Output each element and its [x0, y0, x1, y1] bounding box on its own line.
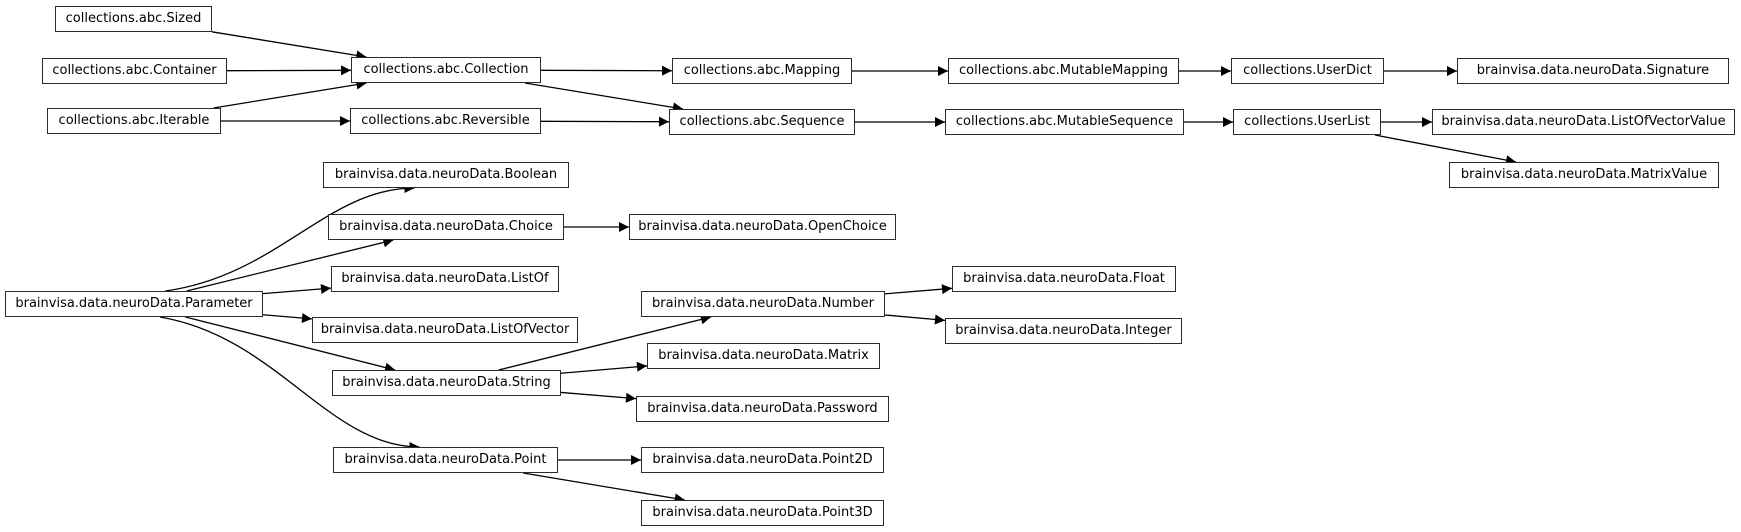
node-collections-userlist: collections.UserList	[1233, 109, 1381, 135]
node-neurodata-choice: brainvisa.data.neuroData.Choice	[328, 214, 564, 240]
edge-string-to-matrix	[560, 361, 648, 374]
edge-iterable-to-collection	[213, 79, 367, 109]
edge-parameter-to-choice	[186, 237, 394, 292]
node-neurodata-point: brainvisa.data.neuroData.Point	[333, 447, 558, 473]
node-neurodata-openchoice: brainvisa.data.neuroData.OpenChoice	[629, 214, 896, 240]
node-collections-abc-iterable: collections.abc.Iterable	[47, 108, 221, 134]
edge-sized-to-collection	[211, 31, 367, 61]
node-neurodata-integer: brainvisa.data.neuroData.Integer	[945, 318, 1182, 344]
node-neurodata-listof: brainvisa.data.neuroData.ListOf	[331, 266, 559, 292]
node-neurodata-point2d: brainvisa.data.neuroData.Point2D	[641, 447, 884, 473]
node-collections-abc-container: collections.abc.Container	[42, 58, 227, 84]
edge-userlist-to-matrixvalue	[1374, 134, 1517, 166]
node-neurodata-number: brainvisa.data.neuroData.Number	[641, 291, 885, 317]
node-neurodata-matrix: brainvisa.data.neuroData.Matrix	[647, 343, 880, 369]
edge-number-to-integer	[884, 314, 946, 325]
node-collections-abc-reversible: collections.abc.Reversible	[350, 108, 541, 134]
edge-collection-to-sequence	[524, 82, 684, 113]
node-collections-userdict: collections.UserDict	[1231, 58, 1384, 84]
node-neurodata-signature: brainvisa.data.neuroData.Signature	[1457, 58, 1729, 84]
node-neurodata-point3d: brainvisa.data.neuroData.Point3D	[641, 500, 884, 526]
node-neurodata-string: brainvisa.data.neuroData.String	[332, 370, 561, 396]
edge-parameter-to-string	[185, 316, 396, 373]
node-collections-abc-mapping: collections.abc.Mapping	[672, 58, 852, 84]
node-neurodata-parameter: brainvisa.data.neuroData.Parameter	[5, 291, 263, 317]
edge-parameter-to-listofvector	[262, 313, 313, 324]
node-neurodata-listofvector: brainvisa.data.neuroData.ListOfVector	[312, 317, 578, 343]
node-neurodata-password: brainvisa.data.neuroData.Password	[636, 396, 889, 422]
edge-string-to-password	[560, 391, 637, 403]
edge-number-to-float	[884, 284, 953, 295]
node-collections-abc-sized: collections.abc.Sized	[55, 6, 212, 32]
edge-string-to-number	[498, 314, 712, 371]
edge-parameter-to-boolean	[165, 183, 415, 292]
node-neurodata-float: brainvisa.data.neuroData.Float	[952, 266, 1176, 292]
node-collections-abc-sequence: collections.abc.Sequence	[669, 109, 855, 135]
node-collections-abc-mutablemapping: collections.abc.MutableMapping	[948, 58, 1179, 84]
node-neurodata-listofvectorvalue: brainvisa.data.neuroData.ListOfVectorVal…	[1432, 109, 1735, 135]
node-collections-abc-collection: collections.abc.Collection	[351, 57, 541, 83]
node-collections-abc-mutablesequence: collections.abc.MutableSequence	[945, 109, 1184, 135]
node-neurodata-matrixvalue: brainvisa.data.neuroData.MatrixValue	[1449, 162, 1719, 188]
edge-parameter-to-listof	[262, 283, 332, 295]
node-neurodata-boolean: brainvisa.data.neuroData.Boolean	[323, 162, 569, 188]
edge-point-to-point3d	[523, 472, 685, 504]
edge-parameter-to-point	[159, 316, 420, 452]
